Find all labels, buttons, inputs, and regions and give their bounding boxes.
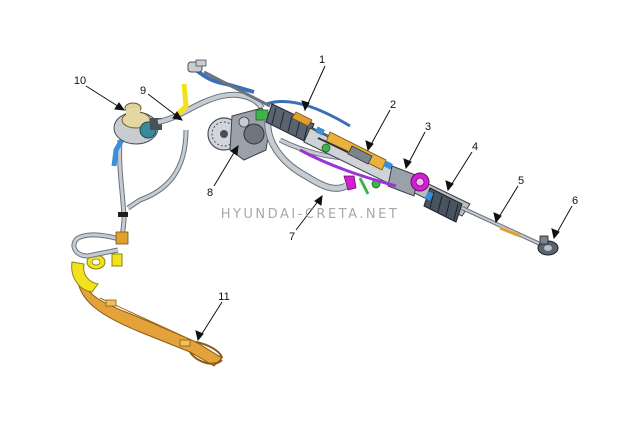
cooler-pipe-assembly xyxy=(77,277,223,367)
lower-hose-clamps xyxy=(71,253,123,293)
leader-lines xyxy=(85,65,573,342)
watermark-text: HYUNDAI-CRETA.NET xyxy=(221,207,400,222)
callout-2: 2 xyxy=(390,99,396,111)
callout-4: 4 xyxy=(472,141,478,153)
steering-gear-rack xyxy=(265,103,471,223)
left-tie-rod xyxy=(203,70,271,108)
callout-8: 8 xyxy=(207,187,213,199)
callout-11: 11 xyxy=(218,291,229,303)
callout-labels: 1 2 3 4 5 6 7 8 9 10 11 xyxy=(74,54,578,303)
callout-7: 7 xyxy=(289,231,295,243)
callout-9: 9 xyxy=(140,85,146,97)
callout-5: 5 xyxy=(518,175,524,187)
callout-1: 1 xyxy=(319,54,325,66)
callout-3: 3 xyxy=(425,121,431,133)
reservoir-hoses xyxy=(71,129,189,259)
callout-10: 10 xyxy=(74,75,86,87)
tie-rod-assembly xyxy=(461,206,559,256)
power-steering-pump xyxy=(207,107,271,161)
callout-6: 6 xyxy=(572,195,578,207)
